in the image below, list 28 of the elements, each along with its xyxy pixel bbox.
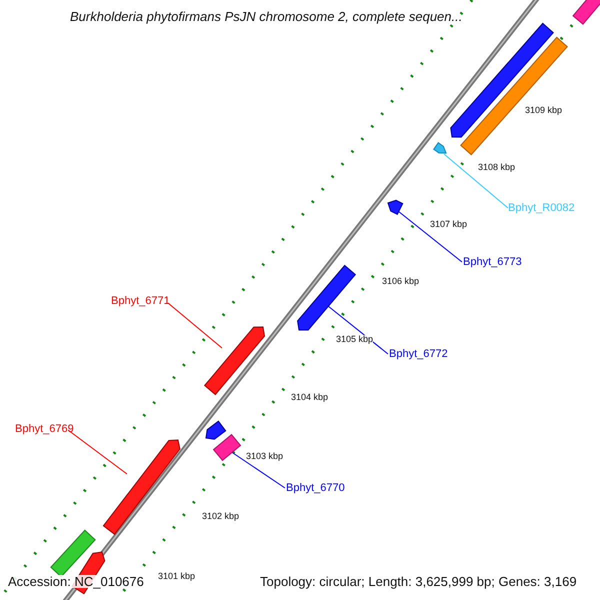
tick-label: 3105 kbp <box>336 335 374 344</box>
gene-label: Bphyt_R0082 <box>508 203 575 214</box>
gene-label: Bphyt_6770 <box>286 483 345 494</box>
leader-line <box>444 154 508 208</box>
gene-segment <box>212 434 242 462</box>
gene-segment <box>387 200 404 216</box>
topology-text: Topology: circular; Length: 3,625,999 bp; Genes: 3,169 <box>260 575 577 588</box>
accession-text: Accession: NC_010676 <box>8 575 144 588</box>
gene-segment <box>297 264 356 330</box>
gene-segment <box>433 142 447 154</box>
tick-label: 3109 kbp <box>525 106 562 115</box>
gene-segment <box>205 420 226 440</box>
gene-segment <box>460 36 568 156</box>
leader-line <box>168 302 222 348</box>
chart-title: Burkholderia phytofirmans PsJN chromosome 2, complete sequen... <box>70 10 462 23</box>
gene-segment <box>102 439 180 535</box>
tick-label: 3101 kbp <box>158 572 196 581</box>
gene-label: Bphyt_6771 <box>111 296 170 307</box>
gene-segment <box>572 0 600 25</box>
gene-label: Bphyt_6773 <box>463 257 522 268</box>
gene-label: Bphyt_6772 <box>389 349 448 360</box>
leader-line <box>68 430 128 474</box>
gene-segment <box>50 530 96 578</box>
leader-line <box>328 306 388 354</box>
leader-line <box>398 210 462 262</box>
gene-segment <box>204 326 266 396</box>
leader-line <box>230 450 286 488</box>
gene-label: Bphyt_6769 <box>15 424 74 435</box>
